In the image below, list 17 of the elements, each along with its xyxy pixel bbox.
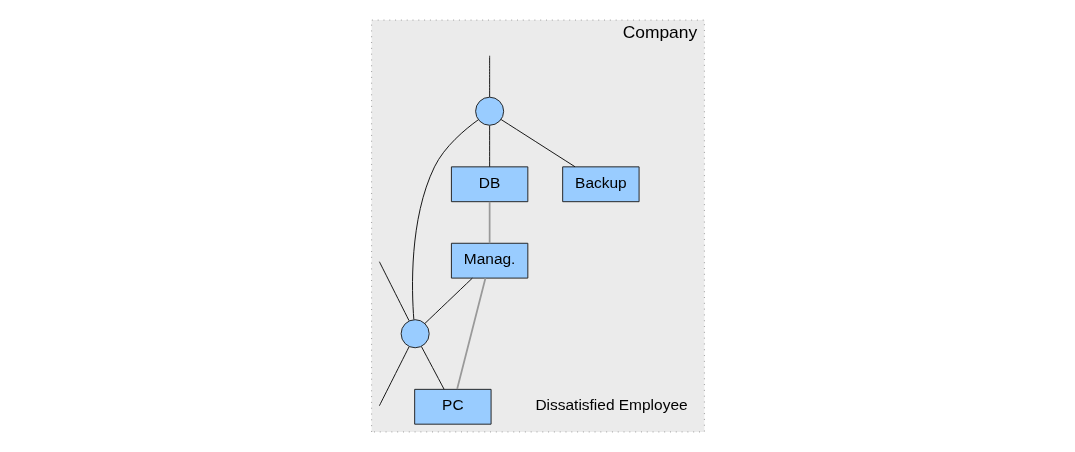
node-box: Manag. xyxy=(450,242,528,279)
connector xyxy=(378,346,410,407)
connector xyxy=(488,200,490,245)
node-circle xyxy=(474,96,504,126)
connector xyxy=(488,55,490,98)
node-box: PC xyxy=(413,388,492,425)
connector xyxy=(420,345,445,390)
connector xyxy=(411,119,479,320)
node-box: Backup xyxy=(561,166,640,203)
node-label: Dissatisfied Employee xyxy=(534,396,688,414)
node-box: DB xyxy=(450,166,528,203)
connector xyxy=(423,277,473,325)
connector xyxy=(500,119,575,168)
connector xyxy=(455,277,486,390)
connector xyxy=(488,125,490,168)
connector xyxy=(378,261,410,322)
node-circle xyxy=(400,319,430,349)
